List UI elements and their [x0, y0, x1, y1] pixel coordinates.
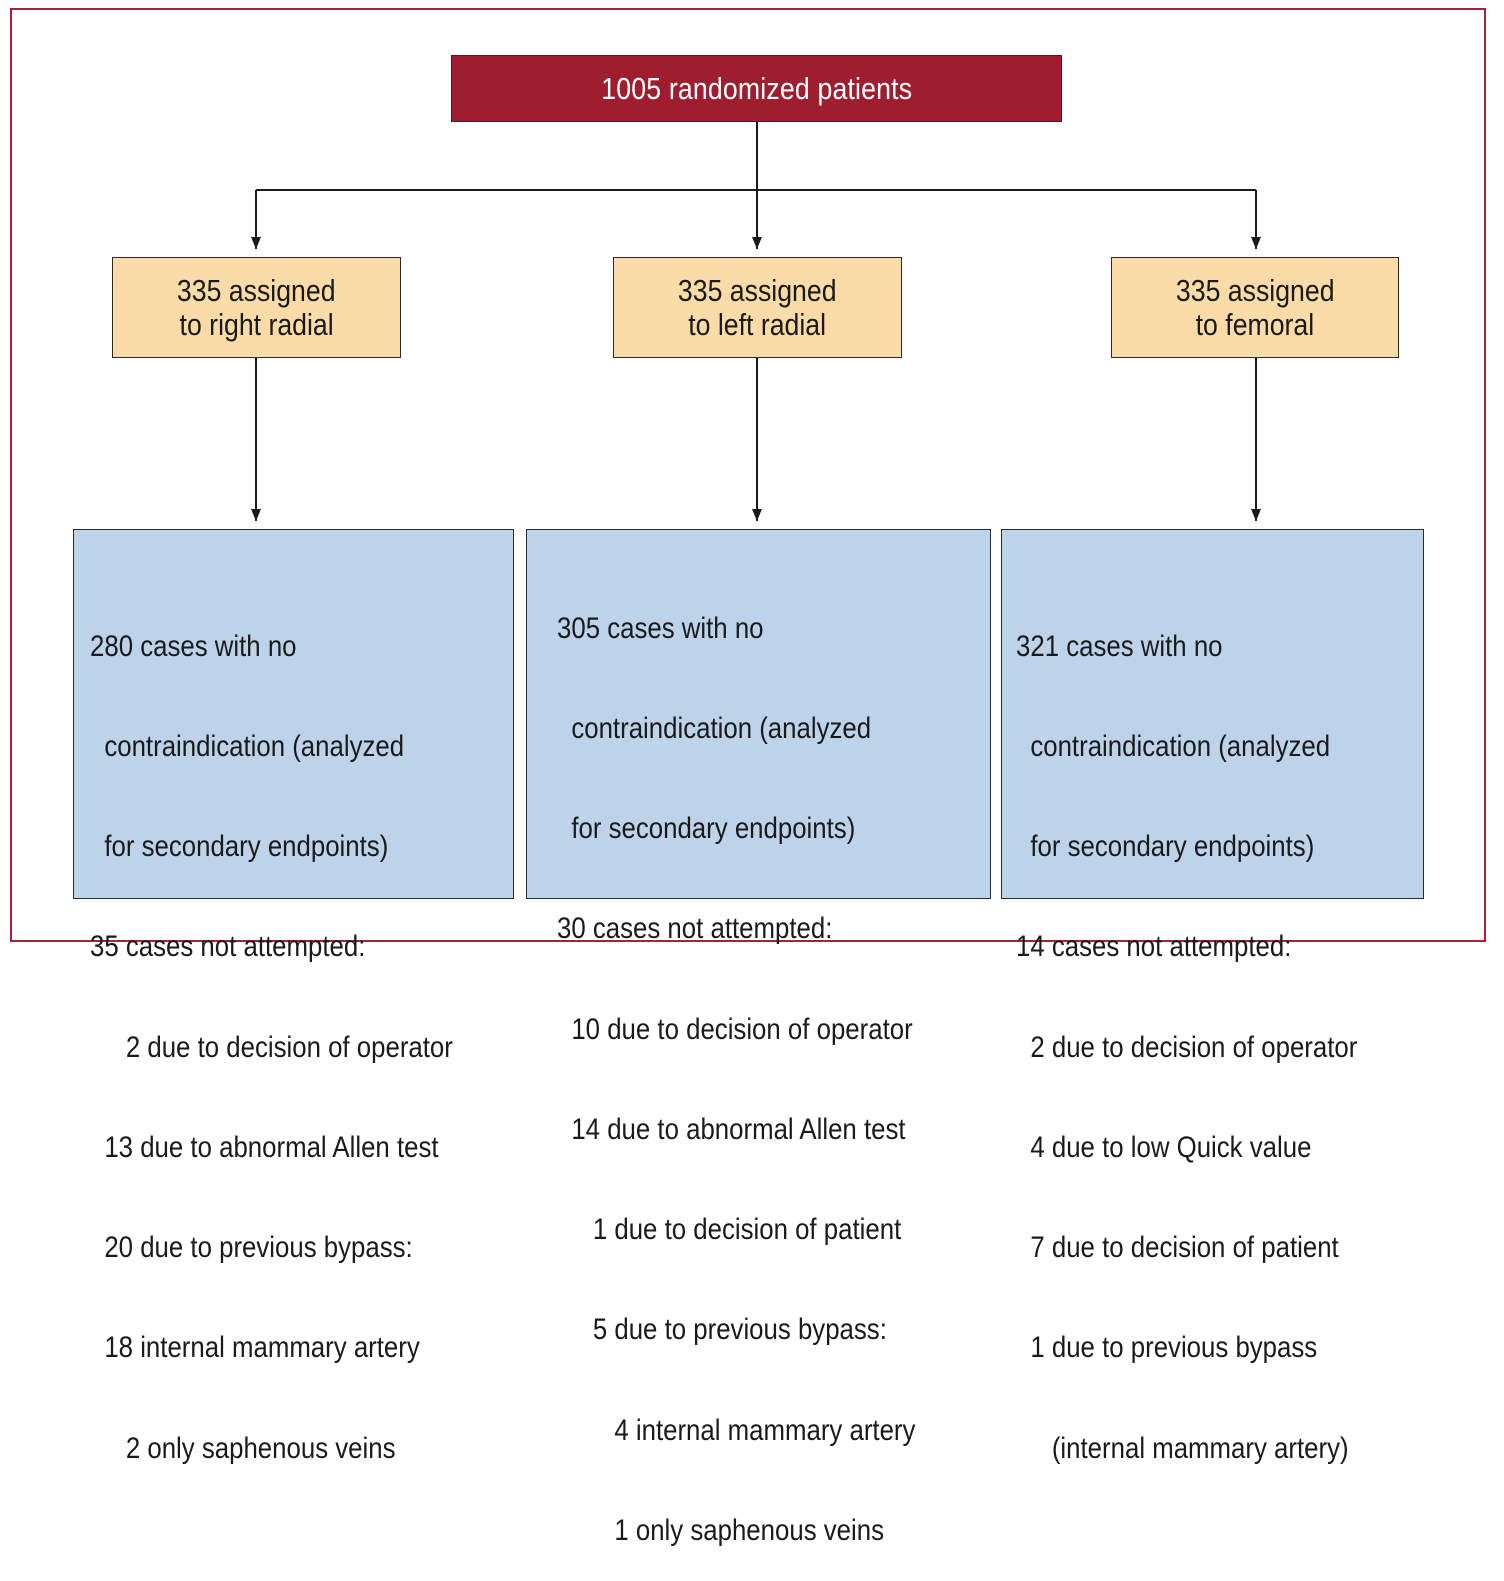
arm-label-line-2: to femoral: [1195, 306, 1315, 342]
detail-line: 2 due to decision of operator: [1016, 1030, 1358, 1064]
arm-label-line-1: 335 assigned: [177, 272, 336, 308]
detail-line: 1 due to previous bypass: [1016, 1331, 1318, 1365]
detail-line: contraindication (analyzed: [1016, 730, 1331, 764]
detail-line: for secondary endpoints): [90, 830, 389, 864]
detail-line: 13 due to abnormal Allen test: [90, 1130, 439, 1164]
randomized-patients-label: 1005 randomized patients: [601, 70, 912, 106]
detail-line: 2 due to decision of operator: [90, 1030, 453, 1064]
detail-line: 1 only saphenous veins: [557, 1513, 885, 1547]
detail-line: 14 cases not attempted:: [1016, 930, 1292, 964]
detail-line: 321 cases with no: [1016, 629, 1223, 663]
detail-line: 18 internal mammary artery: [90, 1331, 420, 1365]
arm-label-line-1: 335 assigned: [678, 272, 837, 308]
detail-line: 20 due to previous bypass:: [90, 1231, 413, 1265]
detail-line: 1 due to decision of patient: [557, 1213, 902, 1247]
connector-lines: [251, 122, 1261, 521]
detail-line: 4 internal mammary artery: [557, 1413, 916, 1447]
detail-box-femoral: 321 cases with no contraindication (anal…: [1001, 529, 1424, 1465]
detail-line: for secondary endpoints): [557, 812, 856, 846]
detail-line: 14 due to abnormal Allen test: [557, 1112, 906, 1146]
detail-line: 35 cases not attempted:: [90, 930, 366, 964]
detail-line: contraindication (analyzed: [557, 712, 872, 746]
detail-line: 4 due to low Quick value: [1016, 1130, 1312, 1164]
arm-label-line-2: to left radial: [688, 306, 827, 342]
detail-box-left-radial: 305 cases with no contraindication (anal…: [526, 529, 991, 1547]
arm-label-line-1: 335 assigned: [1175, 272, 1335, 308]
arm-box-right-radial: 335 assigned to right radial: [112, 257, 401, 358]
detail-line: (internal mammary artery): [1016, 1431, 1349, 1465]
detail-box-right-radial: 280 cases with no contraindication (anal…: [73, 529, 514, 1465]
detail-line: 30 cases not attempted:: [557, 912, 833, 946]
detail-line: 10 due to decision of operator: [557, 1012, 913, 1046]
detail-line: contraindication (analyzed: [90, 730, 405, 764]
arm-box-femoral: 335 assigned to femoral: [1111, 257, 1399, 358]
randomized-patients-box: 1005 randomized patients: [451, 55, 1062, 122]
detail-line: 5 due to previous bypass:: [557, 1313, 887, 1347]
arm-box-left-radial: 335 assigned to left radial: [613, 257, 902, 358]
detail-line: 2 only saphenous veins: [90, 1431, 396, 1465]
detail-line: 7 due to decision of patient: [1016, 1231, 1339, 1265]
detail-line: 280 cases with no: [90, 629, 297, 663]
detail-line: 305 cases with no: [557, 611, 764, 645]
arm-label-line-2: to right radial: [179, 306, 334, 342]
figure-frame: [10, 8, 1486, 942]
detail-line: for secondary endpoints): [1016, 830, 1315, 864]
